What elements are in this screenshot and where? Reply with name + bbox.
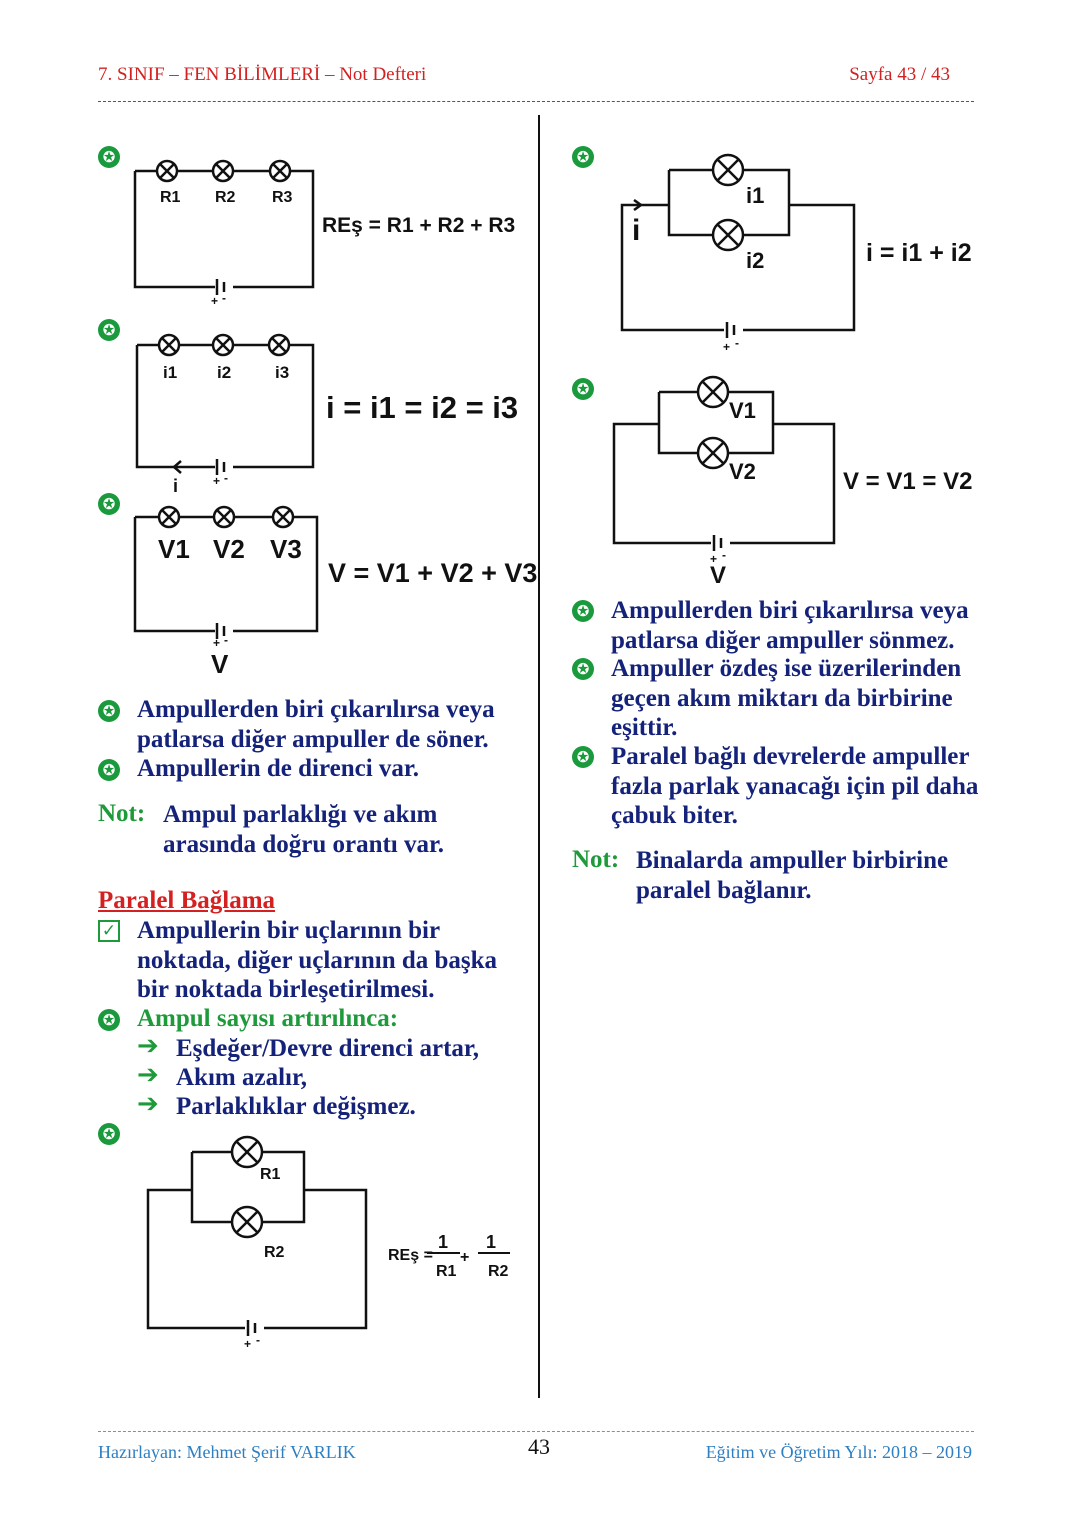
checkbox-icon: ✓	[98, 920, 120, 942]
formula-series-resistance: REş = R1 + R2 + R3	[322, 214, 516, 237]
label-r1: R1	[160, 189, 181, 206]
formula-series-current: i = i1 = i2 = i3	[326, 390, 519, 425]
series-note-1: Ampullerden biri çıkarılırsa veya patlar…	[137, 696, 495, 753]
column-divider	[538, 115, 540, 1398]
circuit-label: V2	[729, 459, 756, 484]
star-bullet-icon: ✪	[572, 600, 594, 622]
series-current-circuit: i1 i2 i3 i + -	[135, 333, 315, 496]
parallel-note-1: Ampullerden biri çıkarılırsa veya patlar…	[611, 597, 969, 654]
arrow-right-icon: ➔	[137, 1089, 159, 1119]
circuit-label: +	[460, 1249, 469, 1266]
circuit-label: 1	[438, 1232, 448, 1252]
circuit-label: 1	[486, 1232, 496, 1252]
star-bullet-icon: ✪	[98, 1009, 120, 1031]
footer-divider	[98, 1431, 974, 1432]
parallel-definition: Ampullerin bir uçlarının bir noktada, di…	[137, 917, 498, 1003]
circuit-label: i1	[746, 183, 764, 208]
parallel-heading: Paralel Bağlama	[98, 887, 276, 914]
star-bullet-icon: ✪	[98, 146, 120, 168]
circuit-label: -	[224, 471, 228, 485]
parallel-note-2: Ampuller özdeş ise üzerilerinden geçen a…	[611, 655, 962, 741]
star-bullet-icon: ✪	[98, 700, 120, 722]
circuit-label: R2	[488, 1263, 509, 1280]
formula-parallel-resistance: REş = 1 R1 + 1 R2	[388, 1232, 510, 1280]
series-note-2: Ampullerin de direnci var.	[137, 755, 419, 782]
star-bullet-icon: ✪	[572, 378, 594, 400]
series-resistance-circuit: R1 R2 R3 + -	[133, 159, 315, 308]
series-voltage-circuit: V1 V2 V3 + - V	[133, 505, 319, 679]
circuit-label: +	[723, 340, 730, 354]
label-i2: i2	[217, 363, 231, 382]
formula-series-voltage: V = V1 + V2 + V3	[328, 558, 538, 588]
label-r3: R3	[272, 189, 293, 206]
formula-parallel-current: i = i1 + i2	[866, 239, 972, 267]
circuit-label: R1	[436, 1263, 457, 1280]
circuit-label: +	[211, 294, 218, 308]
circuit-label: i	[173, 476, 178, 496]
label-v1: V1	[158, 534, 190, 564]
star-bullet-icon: ✪	[98, 759, 120, 781]
increase-item-1: Eşdeğer/Devre direnci artar,	[176, 1035, 479, 1062]
footer-year: Eğitim ve Öğretim Yılı: 2018 – 2019	[705, 1442, 972, 1462]
label-v3: V3	[270, 534, 302, 564]
circuit-label: V	[211, 649, 229, 679]
star-bullet-icon: ✪	[98, 1123, 120, 1145]
circuit-label: +	[710, 552, 717, 566]
note-label-left: Not:	[98, 800, 146, 827]
circuit-label: V	[710, 562, 726, 589]
note-text-right: Binalarda ampuller birbirine paralel bağ…	[636, 847, 949, 904]
header-page: Sayfa 43 / 43	[849, 64, 950, 85]
star-bullet-icon: ✪	[572, 746, 594, 768]
header-divider	[98, 101, 974, 102]
circuit-label: -	[224, 633, 228, 647]
note-label-right: Not:	[572, 846, 620, 873]
footer-page-number: 43	[528, 1434, 550, 1459]
note-text-left: Ampul parlaklığı ve akım arasında doğru …	[163, 801, 445, 858]
footer-author: Hazırlayan: Mehmet Şerif VARLIK	[98, 1442, 356, 1462]
circuit-label: i2	[746, 248, 764, 273]
label-r2: R2	[215, 189, 236, 206]
circuit-label: +	[213, 636, 220, 650]
label-i3: i3	[275, 363, 289, 382]
circuit-label: R2	[264, 1244, 285, 1261]
increase-item-3: Parlaklıklar değişmez.	[176, 1093, 416, 1120]
circuit-label: -	[256, 1333, 260, 1347]
label-i1: i1	[163, 363, 177, 382]
formula-parallel-voltage: V = V1 = V2	[843, 468, 973, 495]
star-bullet-icon: ✪	[98, 319, 120, 341]
label-v2: V2	[213, 534, 245, 564]
arrow-right-icon: ➔	[137, 1060, 159, 1090]
increase-item-2: Akım azalır,	[176, 1064, 308, 1091]
circuit-label: R1	[260, 1166, 281, 1183]
arrow-right-icon: ➔	[137, 1031, 159, 1061]
circuit-label: i	[632, 214, 640, 247]
circuit-label: REş =	[388, 1247, 433, 1264]
circuit-label: +	[244, 1337, 251, 1351]
parallel-resistance-circuit: R1 R2 + -	[146, 1135, 368, 1351]
circuit-label: +	[213, 474, 220, 488]
circuit-label: -	[222, 291, 226, 305]
increase-title: Ampul sayısı artırılınca:	[137, 1005, 399, 1032]
circuit-label: V1	[729, 398, 756, 423]
circuit-label: -	[722, 548, 726, 562]
star-bullet-icon: ✪	[572, 658, 594, 680]
circuit-label: -	[735, 336, 739, 350]
star-bullet-icon: ✪	[572, 146, 594, 168]
parallel-current-circuit: i1 i2 i + -	[620, 153, 856, 354]
parallel-note-3: Paralel bağlı devrelerde ampuller fazla …	[611, 743, 979, 829]
header-title: 7. SINIF – FEN BİLİMLERİ – Not Defteri	[98, 64, 427, 85]
star-bullet-icon: ✪	[98, 493, 120, 515]
parallel-voltage-circuit: V1 V2 + - V	[612, 375, 836, 589]
